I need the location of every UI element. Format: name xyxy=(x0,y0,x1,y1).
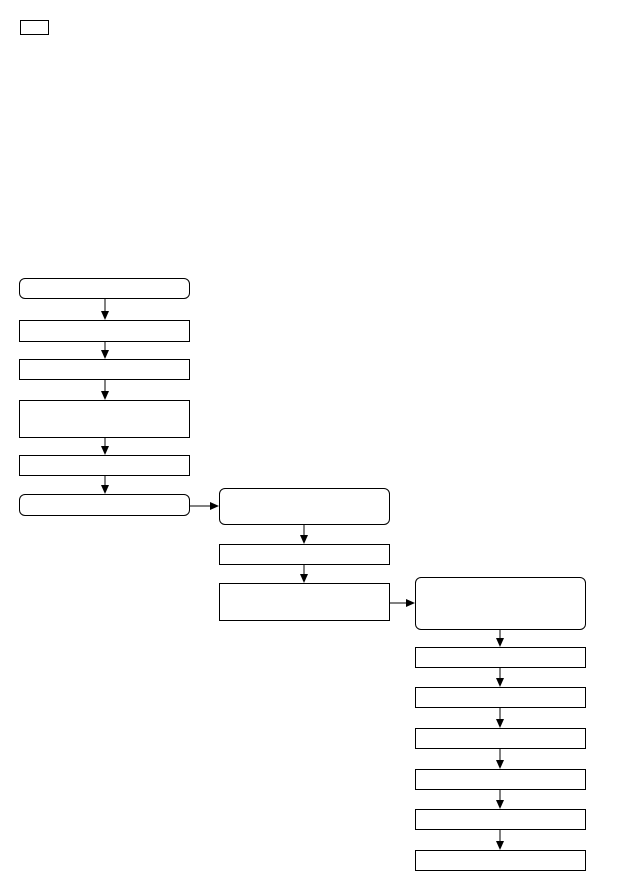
flow-step-12 xyxy=(415,687,586,708)
arrow-n1-n2 xyxy=(101,299,109,320)
arrow-n9-n10 xyxy=(390,599,415,607)
arrow-n4-n5 xyxy=(101,438,109,455)
flow-step-4 xyxy=(19,400,190,438)
flow-step-15 xyxy=(415,809,586,830)
arrow-n2-n3 xyxy=(101,342,109,359)
arrow-n7-n8 xyxy=(300,525,308,544)
arrow-n13-n14 xyxy=(496,749,504,769)
flow-step-14 xyxy=(415,769,586,790)
flow-step-3 xyxy=(19,359,190,380)
flow-step-7 xyxy=(219,488,390,525)
arrow-n3-n4 xyxy=(101,380,109,400)
arrow-n5-n6 xyxy=(101,476,109,494)
arrow-n8-n9 xyxy=(300,565,308,583)
flow-step-6 xyxy=(19,494,190,516)
flow-step-8 xyxy=(219,544,390,565)
arrow-n14-n15 xyxy=(496,790,504,809)
flow-step-10 xyxy=(415,577,586,630)
flow-step-1 xyxy=(19,278,190,299)
corner-label-box xyxy=(20,20,49,35)
flow-step-2 xyxy=(19,320,190,342)
arrow-n10-n11 xyxy=(496,630,504,647)
arrow-n6-n7 xyxy=(190,502,219,510)
flow-step-16 xyxy=(415,850,586,871)
arrow-n15-n16 xyxy=(496,830,504,850)
flow-step-13 xyxy=(415,728,586,749)
arrow-n11-n12 xyxy=(496,668,504,687)
arrow-n12-n13 xyxy=(496,708,504,728)
flow-step-5 xyxy=(19,455,190,476)
flow-step-11 xyxy=(415,647,586,668)
flow-step-9 xyxy=(219,583,390,621)
